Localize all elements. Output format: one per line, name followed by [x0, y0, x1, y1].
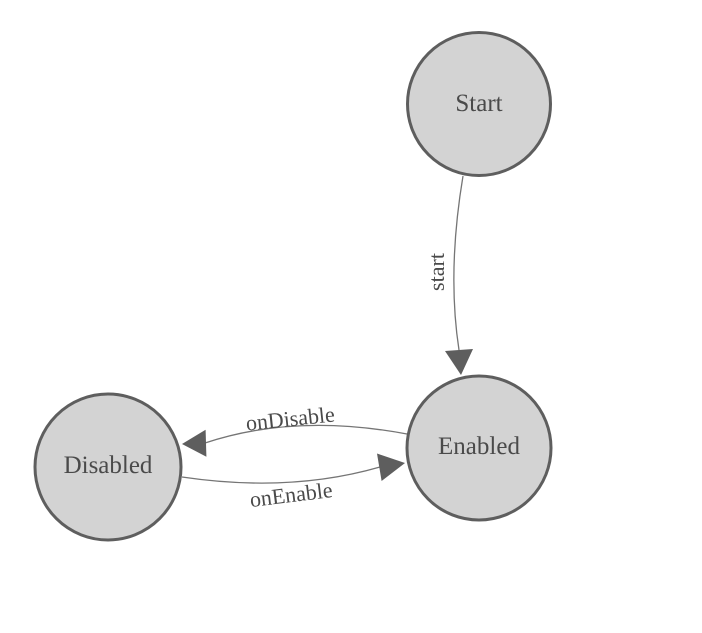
state-node-enabled-circle[interactable] [405, 374, 553, 522]
transition-onenable[interactable]: onEnable [181, 453, 405, 513]
transition-ondisable-arrowhead-icon [182, 429, 207, 457]
state-node-start[interactable]: Start [406, 31, 552, 177]
state-node-enabled[interactable]: Enabled [405, 374, 553, 522]
state-node-disabled-label: Disabled [64, 452, 153, 479]
state-node-disabled-circle[interactable] [33, 392, 183, 542]
state-node-start-circle[interactable] [406, 31, 552, 177]
transition-start-label: start [424, 253, 449, 291]
transition-start-path[interactable] [453, 175, 464, 351]
transition-ondisable-path[interactable] [204, 424, 408, 444]
state-node-disabled[interactable]: Disabled [33, 392, 183, 542]
transition-ondisable-label: onDisable [245, 401, 336, 435]
state-node-start-label: Start [455, 90, 502, 117]
transition-onenable-arrowhead-icon [377, 453, 405, 481]
transition-onenable-path[interactable] [181, 466, 381, 484]
transition-start[interactable]: start [424, 175, 473, 375]
transition-onenable-label: onEnable [248, 477, 334, 512]
transition-start-arrowhead-icon [445, 349, 473, 375]
state-node-enabled-label: Enabled [438, 433, 520, 460]
transition-ondisable[interactable]: onDisable [182, 401, 408, 457]
